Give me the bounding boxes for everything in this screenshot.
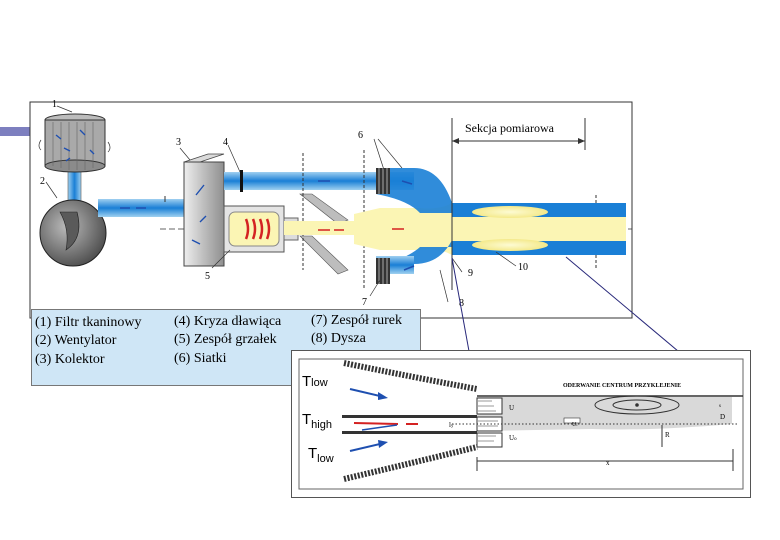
section-label: Sekcja pomiarowa	[465, 121, 554, 135]
upper-diagonal-duct	[299, 193, 349, 225]
cold-arrowhead-lower	[378, 440, 388, 448]
inner-region	[563, 417, 581, 424]
legend-item: (5) Zespół grzałek	[174, 332, 277, 347]
orifice-plate	[240, 170, 243, 192]
label-5: 5	[205, 271, 210, 282]
legend-item: (7) Zespół rurek	[311, 313, 402, 328]
section-arrow-right	[578, 138, 585, 144]
d-label: D	[720, 413, 725, 421]
flow-arrows-red	[318, 228, 404, 231]
label-4: 4	[223, 137, 228, 148]
t-low-bottom: Tlow	[308, 445, 334, 465]
filter-cylinder	[38, 113, 111, 173]
center-label: ODERWANIE CENTRUM PRZYKLEJENIE	[563, 383, 681, 389]
label-1: 1	[52, 99, 57, 110]
upper-wall	[343, 360, 478, 392]
legend-item: (1) Filtr tkaninowy	[35, 315, 142, 330]
lower-wall	[343, 444, 478, 482]
tube-bundle-lower	[376, 258, 390, 284]
u-upper-label: U	[509, 404, 514, 412]
cold-arrowhead-upper	[378, 392, 388, 400]
label-3: 3	[176, 137, 181, 148]
measuring-core	[452, 217, 626, 241]
lower-nozzle	[376, 240, 452, 268]
legend-item: (2) Wentylator	[35, 333, 117, 348]
legend-item: (3) Kolektor	[35, 352, 105, 367]
splitter-lower	[342, 431, 477, 434]
lens-upper	[472, 206, 548, 218]
velocity-profile	[478, 400, 498, 442]
zoom-detail: Tlow Thigh Tlow ODERWANIE CENTRUM PRZYKL…	[291, 350, 751, 498]
r-label: R	[665, 431, 670, 439]
legend-item: (6) Siatki	[174, 351, 227, 366]
hot-arrow-strike	[361, 424, 398, 431]
section-arrow-left	[452, 138, 459, 144]
splitter-upper	[342, 415, 477, 418]
hot-arrow	[353, 422, 418, 425]
accent-bar	[0, 127, 30, 136]
recirculation-inner	[612, 399, 662, 411]
u-inner-label: Ui	[572, 422, 578, 428]
flow-arrows-blue	[120, 180, 415, 271]
t-low-top: Tlow	[302, 373, 328, 390]
x-label: x	[606, 459, 610, 467]
legend-item: (8) Dysza	[311, 331, 366, 346]
label-6: 6	[358, 130, 363, 141]
label-9: 9	[468, 268, 473, 279]
upper-pipe	[224, 172, 376, 190]
label-10: 10	[518, 262, 528, 273]
t-high: Thigh	[302, 411, 332, 431]
label-2: 2	[40, 176, 45, 187]
upper-nozzle	[376, 168, 452, 213]
s-label: s	[719, 404, 721, 409]
outlet-lower	[476, 432, 503, 448]
recirculation-outer	[594, 395, 680, 415]
u-lower-label: Uo	[509, 434, 517, 442]
shaded-flow	[477, 397, 732, 431]
ly-label: ly	[449, 421, 454, 429]
fan-blade	[59, 211, 80, 251]
collector-box	[183, 153, 225, 267]
zoom-detail-canvas: Tlow Thigh Tlow ODERWANIE CENTRUM PRZYKL…	[298, 358, 744, 490]
cold-arrow-lower	[349, 442, 385, 452]
label-7: 7	[362, 297, 367, 308]
tube-bundle-upper	[376, 168, 390, 194]
recirculation-center	[635, 403, 639, 407]
hot-core-duct	[284, 221, 354, 235]
lower-diagonal-duct	[299, 235, 349, 275]
label-8: 8	[459, 298, 464, 309]
leader-lines	[45, 105, 517, 303]
legend-item: (4) Kryza dławiąca	[174, 314, 282, 329]
lens-lower	[472, 239, 548, 251]
